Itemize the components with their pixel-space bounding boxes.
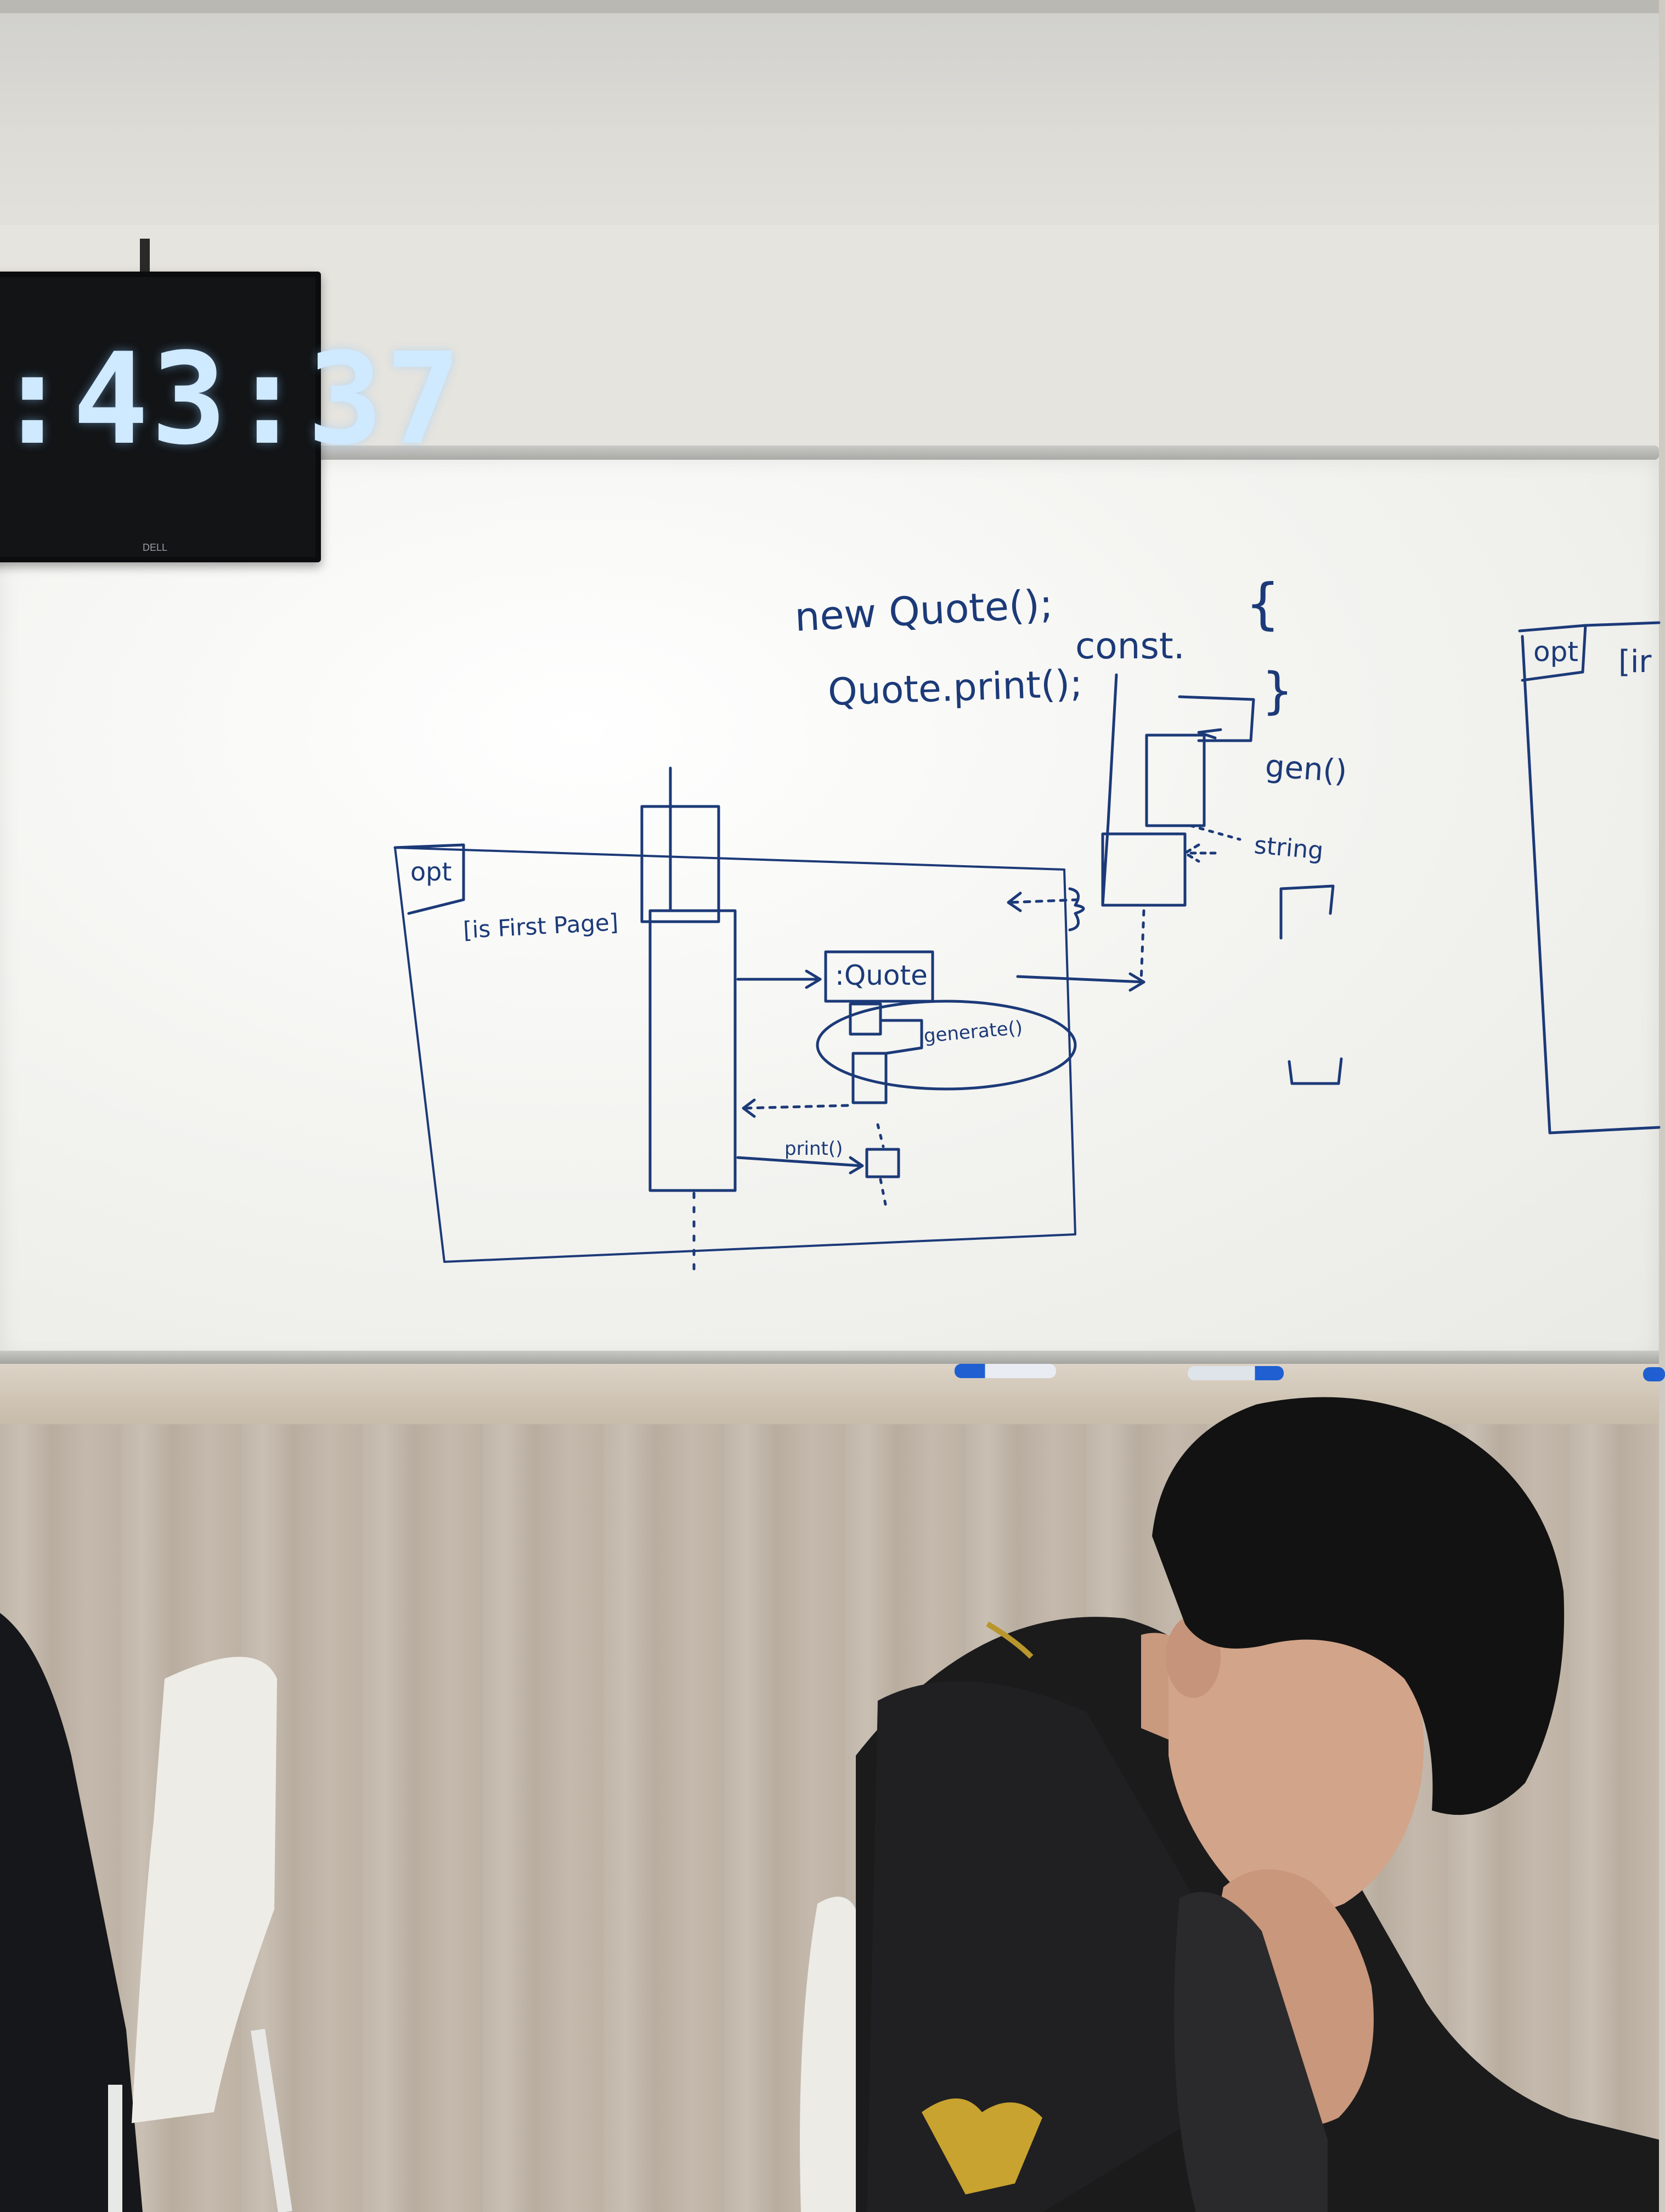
right-frame-label: opt — [1533, 636, 1578, 668]
bracket-bottom — [1288, 1057, 1343, 1085]
left-person — [0, 1613, 143, 2212]
return-dotted — [742, 1104, 849, 1110]
left-chair — [132, 1657, 277, 2123]
generate-loop — [879, 1019, 923, 1055]
ceiling — [0, 0, 1659, 236]
return-head — [742, 1098, 756, 1118]
message-print: print() — [784, 1138, 843, 1160]
code-quote-print: Quote.print(); — [827, 662, 1083, 714]
arrow-string — [1183, 843, 1217, 863]
return-left-head — [1007, 891, 1022, 912]
board-top-rail — [302, 445, 1659, 460]
student-hair — [1152, 1397, 1565, 1815]
code-brace-open: { — [1245, 572, 1280, 636]
activation-bar-top — [640, 805, 720, 923]
right-frame-guard: [ir — [1618, 644, 1652, 680]
dotted-string — [1189, 824, 1241, 841]
activation-bar-main — [648, 909, 737, 1192]
code-brace-close: } — [1262, 662, 1293, 720]
frame-label-opt: opt — [410, 857, 451, 887]
arrow-gen — [1197, 728, 1222, 740]
marker-tray — [0, 1351, 1659, 1364]
quote-box — [824, 950, 934, 1003]
brace-right — [1068, 887, 1085, 932]
print-lifeline-2 — [879, 1178, 888, 1209]
right-chair — [800, 1897, 856, 2212]
print-lifeline — [876, 1123, 885, 1148]
arrow-to-right — [1016, 975, 1145, 984]
arrow-create-head — [805, 969, 822, 989]
const-lifeline — [1101, 673, 1118, 907]
right-frame-top — [1584, 621, 1661, 627]
const-top-box — [1178, 695, 1255, 742]
arrow-print — [736, 1156, 863, 1167]
const-inner — [1145, 733, 1206, 827]
opt-frame — [394, 847, 1076, 1263]
generate-circle — [816, 1000, 1077, 1091]
right-opt-tag — [1518, 624, 1587, 682]
arrow-print-head — [849, 1156, 864, 1175]
shirt-trim — [986, 1621, 1034, 1659]
opt-tag — [393, 843, 465, 915]
chair-leg — [108, 2029, 292, 2212]
lifeline-quote-label: :Quote — [835, 960, 928, 991]
const-box — [1101, 832, 1187, 907]
student-face — [1169, 1596, 1424, 1915]
backpack — [1174, 1892, 1328, 2212]
note-gen: gen() — [1264, 748, 1348, 789]
marker-pen — [955, 1364, 1056, 1378]
marker-pen — [1188, 1366, 1284, 1380]
generate-activation — [851, 1052, 888, 1104]
ceiling-strip — [0, 0, 1659, 13]
dotted-return-left — [1008, 898, 1080, 904]
monitor-mount — [140, 239, 150, 277]
bracket-top — [1279, 884, 1335, 940]
print-box — [865, 1148, 900, 1178]
shirt-logo — [922, 2098, 1042, 2194]
right-opt-frame — [1521, 635, 1661, 1135]
monitor-brand: DELL — [142, 542, 168, 553]
dotted-right — [1139, 909, 1145, 984]
note-string: string — [1253, 831, 1324, 865]
student-arm — [867, 1681, 1234, 2212]
code-const: const. — [1075, 625, 1185, 667]
whiteboard — [0, 460, 1659, 1359]
arrow-to-right-head — [1128, 972, 1145, 992]
marker-pen — [1643, 1367, 1665, 1381]
